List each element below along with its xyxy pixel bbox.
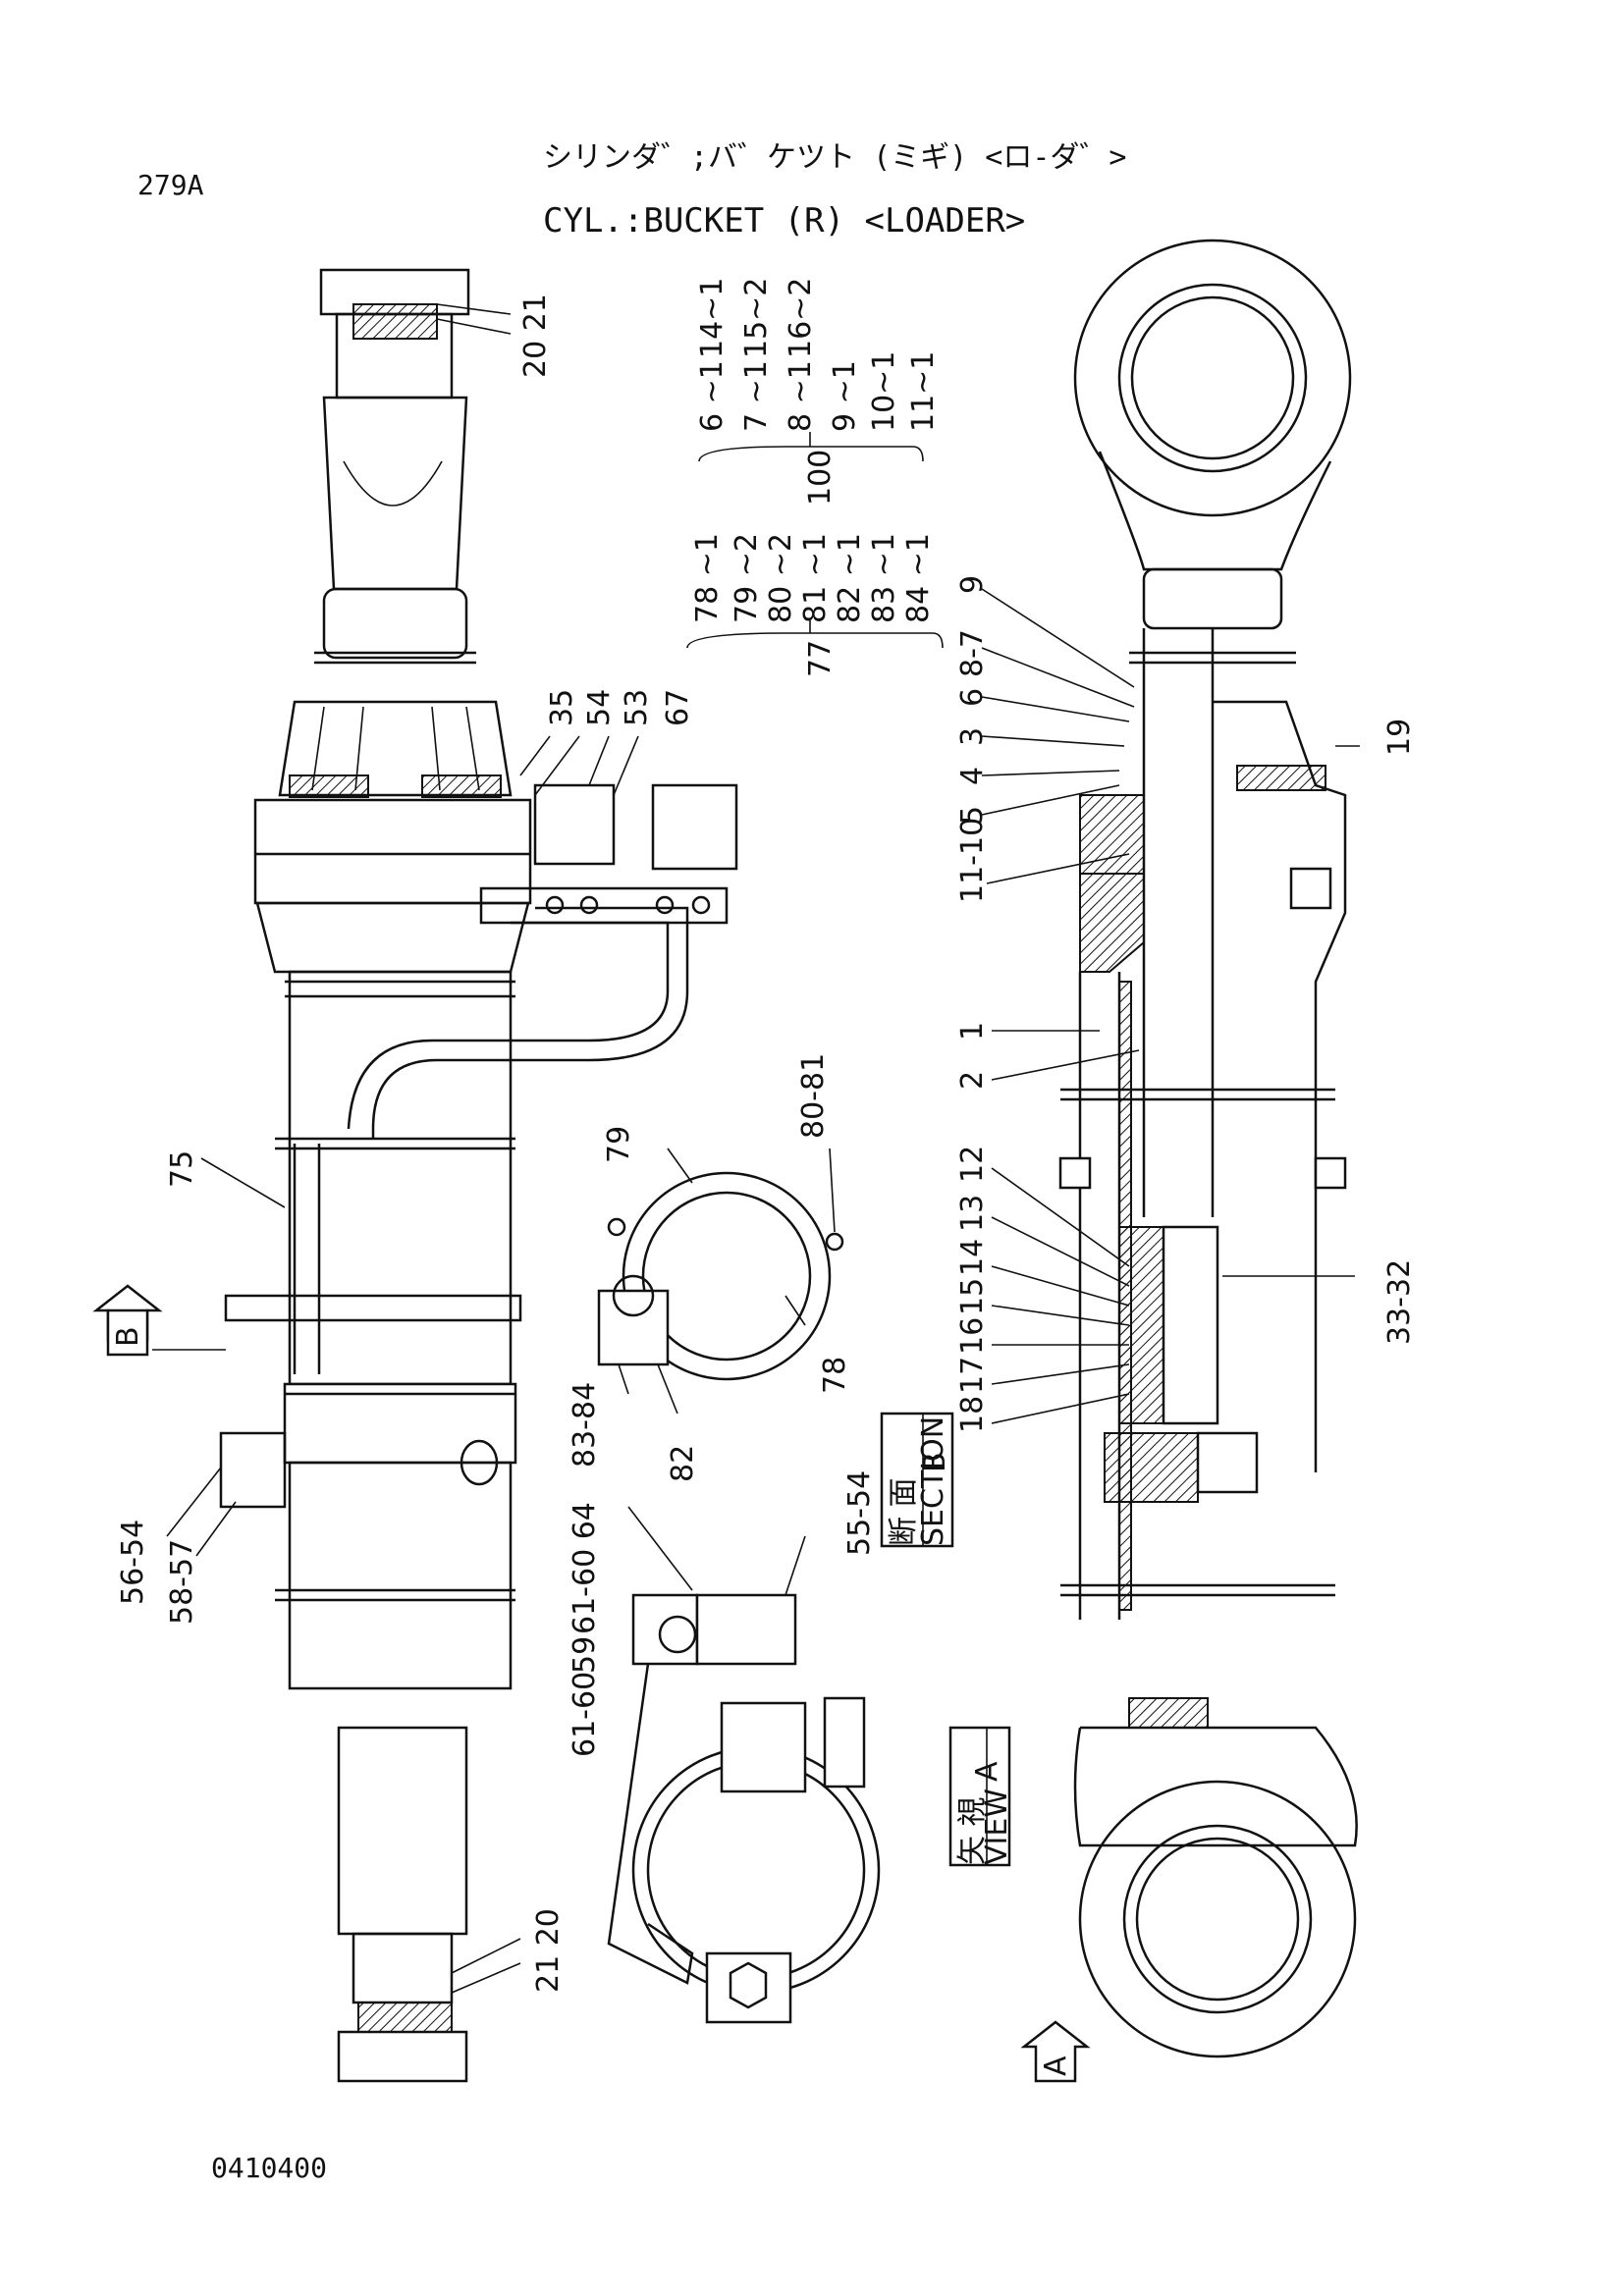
label-67: 67 — [661, 689, 695, 726]
section-letter: B — [918, 1452, 952, 1472]
kit-100-item: 14~1 — [695, 278, 730, 358]
view-jp: 矢 視 — [955, 1796, 990, 1865]
kit-77-bracket — [686, 620, 944, 649]
kit-100-item: 10~1 — [867, 351, 901, 432]
title-english: CYL.:BUCKET (R) <LOADER> — [543, 201, 1025, 240]
kit-100-number: 100 — [803, 450, 838, 506]
label-54: 54 — [582, 689, 617, 726]
label-2: 2 — [955, 1071, 990, 1090]
view-a-tag: 矢 視 VIEW A — [948, 1726, 1014, 1867]
label-56-54: 56-54 — [116, 1520, 150, 1605]
label-19: 19 — [1382, 719, 1417, 756]
label-17: 17 — [955, 1357, 990, 1394]
part-labels: 20 21 35 54 53 67 75 56-54 58-57 21 20 7… — [116, 294, 1417, 1993]
label-9: 9 — [955, 575, 990, 594]
label-78: 78 — [818, 1357, 852, 1394]
view-a-arrow: A — [1020, 2020, 1091, 2083]
label-55-54: 55-54 — [842, 1470, 877, 1556]
kit-100-item: 9 ~1 — [828, 360, 862, 432]
title-japanese: シリンダ゛;バ゛ケツト (ミギ) <ロ-ダ゛> — [543, 140, 1127, 175]
kit-100-item: 16~2 — [784, 278, 818, 358]
label-6: 6 — [955, 688, 990, 707]
kit-100-item: 8 ~1 — [784, 360, 818, 432]
label-13: 13 — [955, 1195, 990, 1232]
kit-77-item: 80 ~2 — [764, 533, 798, 623]
label-83-84: 83-84 — [568, 1382, 602, 1468]
label-14: 14 — [955, 1239, 990, 1276]
view-letter: A — [970, 1761, 1004, 1782]
kit-77-list: 78 ~1 79 ~2 80 ~2 81 ~1 82 ~1 83 ~1 84 ~… — [690, 533, 936, 677]
kit-100-item: 11~1 — [906, 351, 941, 432]
view-en: VIEW — [980, 1789, 1014, 1865]
label-11-10: 11-10 — [955, 818, 990, 903]
label-59: 59 — [568, 1636, 602, 1674]
cylinder-exterior-view — [219, 268, 738, 2083]
label-16: 16 — [955, 1317, 990, 1355]
label-35: 35 — [545, 689, 579, 726]
label-3: 3 — [955, 727, 990, 746]
label-75: 75 — [165, 1150, 199, 1188]
cylinder-section-view — [1058, 239, 1358, 2058]
kit-100-item: 15~2 — [739, 278, 774, 358]
section-en: SECTION — [916, 1416, 950, 1546]
label-61-60: 61-60 — [568, 1672, 602, 1757]
section-b-arrow: B — [92, 1284, 226, 1357]
kit-77-item: 83 ~1 — [867, 533, 901, 623]
label-15: 15 — [955, 1278, 990, 1315]
kit-77-item: 84 ~1 — [901, 533, 936, 623]
label-8-7: 8-7 — [955, 629, 990, 677]
view-a-clamp-assembly — [607, 1593, 881, 2024]
kit-77-item: 79 ~2 — [730, 533, 764, 623]
label-80-81: 80-81 — [796, 1053, 831, 1139]
kit-77-item: 78 ~1 — [690, 533, 725, 623]
a-arrow-letter: A — [1039, 2056, 1073, 2076]
label-18: 18 — [955, 1396, 990, 1433]
section-b-tag: 断 面 SECTION B — [880, 1412, 954, 1548]
label-53: 53 — [620, 689, 654, 726]
kit-100-item: 6 ~1 — [695, 360, 730, 432]
label-1: 1 — [955, 1022, 990, 1041]
label-4: 4 — [955, 767, 990, 785]
drawing-number: 0410400 — [211, 2152, 327, 2184]
kit-100-bracket — [698, 432, 924, 462]
kit-77-item: 81 ~1 — [798, 533, 833, 623]
kit-100-list: 6 ~1 7 ~1 8 ~1 9 ~1 10~1 11~1 14~1 15~2 … — [695, 278, 941, 506]
label-82: 82 — [666, 1445, 700, 1482]
b-arrow-letter: B — [111, 1326, 145, 1347]
label-33-32: 33-32 — [1382, 1259, 1417, 1345]
kit-77-item: 82 ~1 — [833, 533, 867, 623]
label-20-21-top: 20 21 — [518, 294, 553, 378]
leader-lines — [166, 303, 1360, 1994]
kit-100-item: 7 ~1 — [739, 360, 774, 432]
kit-77-number: 77 — [803, 640, 838, 677]
label-58-57: 58-57 — [165, 1539, 199, 1625]
label-5: 5 — [955, 806, 990, 825]
label-21-20: 21 20 — [531, 1908, 566, 1993]
section-jp: 断 面 — [887, 1477, 921, 1546]
label-79: 79 — [602, 1126, 636, 1163]
section-b-clamp-view — [597, 1171, 844, 1381]
label-12: 12 — [955, 1146, 990, 1183]
page-code: 279A — [137, 169, 204, 201]
label-61-60-64: 61-60 64 — [568, 1502, 602, 1634]
